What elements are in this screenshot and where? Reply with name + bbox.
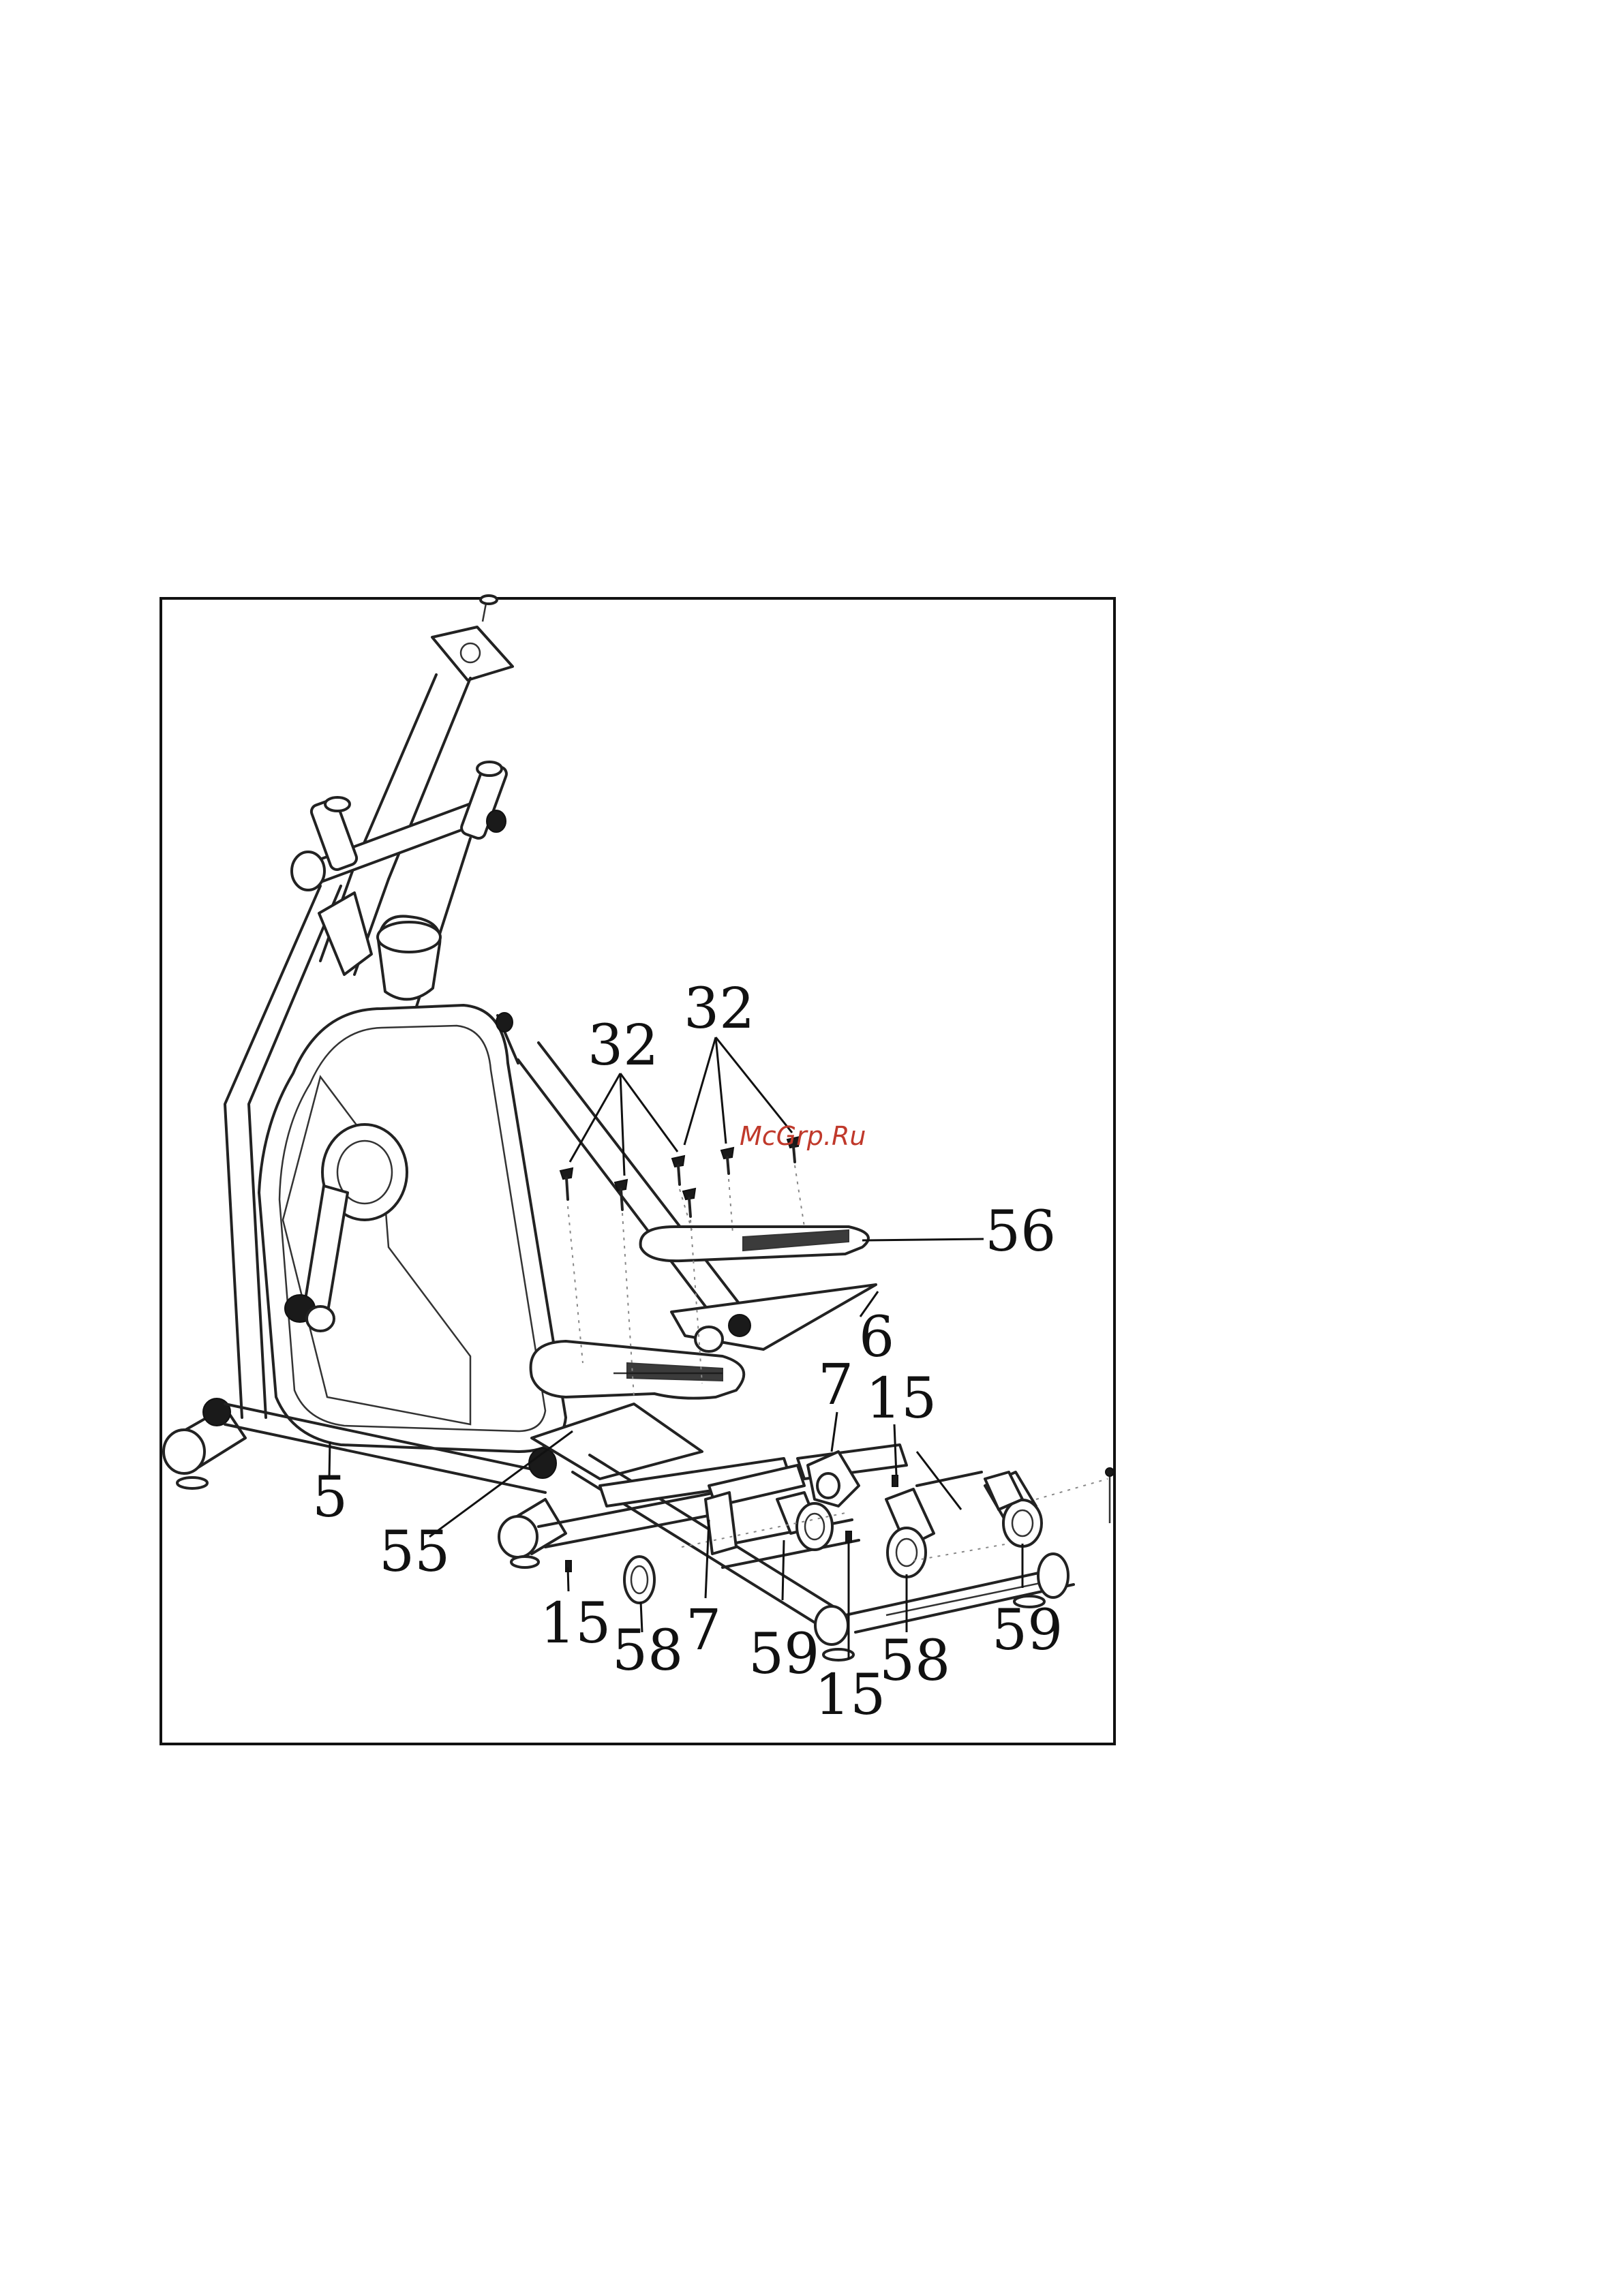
label-15-bottom: 15 (815, 1663, 885, 1728)
elliptical-trainer-drawing (164, 596, 1114, 1660)
label-56: 56 (985, 1199, 1056, 1264)
label-58-right: 58 (879, 1629, 950, 1694)
label-59-right: 59 (992, 1598, 1063, 1663)
label-55: 55 (379, 1520, 450, 1585)
label-15-left: 15 (540, 1591, 611, 1656)
label-15-upper: 15 (866, 1366, 937, 1431)
wheel-58-right (886, 1489, 934, 1577)
label-59-left: 59 (748, 1622, 819, 1687)
label-32-left: 32 (588, 1013, 658, 1078)
label-58-left: 58 (612, 1619, 683, 1683)
wheel-58-left (624, 1557, 654, 1603)
watermark-text: McGrp.Ru (740, 1121, 866, 1151)
label-5: 5 (312, 1465, 348, 1530)
label-7-upper: 7 (818, 1353, 853, 1418)
label-6: 6 (859, 1305, 894, 1370)
label-32-right: 32 (684, 977, 755, 1041)
label-7-lower: 7 (686, 1598, 721, 1663)
